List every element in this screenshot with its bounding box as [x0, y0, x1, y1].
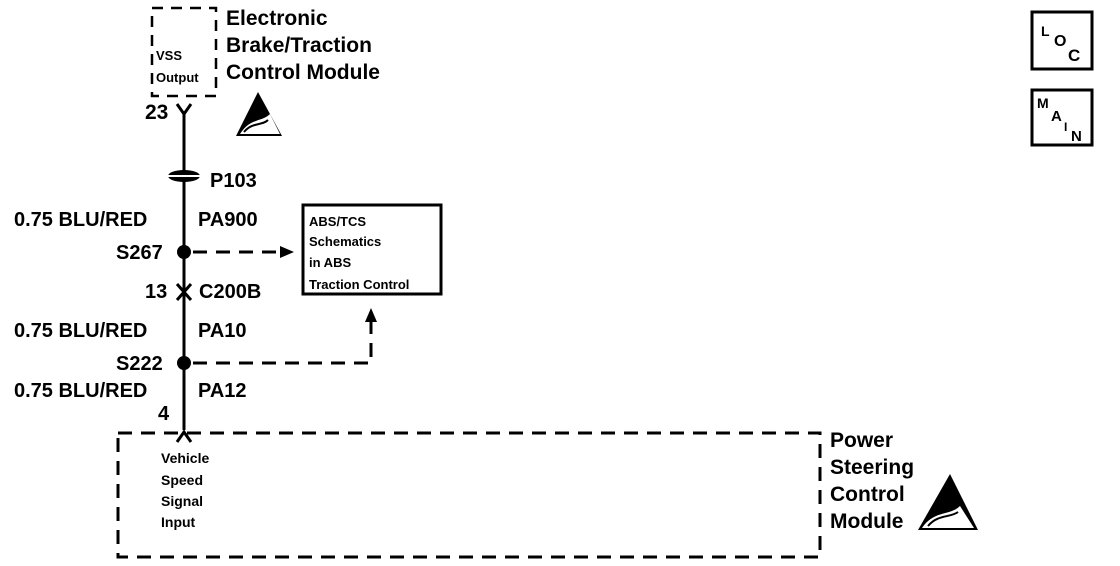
reference-line-3: in ABS: [309, 255, 351, 270]
arrowhead-icon: [280, 246, 294, 258]
splice-dot-s222: [177, 356, 191, 370]
reference-line-2: Schematics: [309, 234, 381, 249]
loc-letter-3: C: [1068, 46, 1080, 65]
wire-gauge-color-3: 0.75 BLU/RED: [14, 380, 147, 402]
connector-label: C200B: [199, 281, 261, 303]
top-module-inner-line-1: VSS: [156, 48, 182, 63]
p103-label: P103: [210, 170, 257, 192]
top-module-name-line-1: Electronic: [226, 7, 328, 30]
bottom-module-name-line-2: Steering: [830, 456, 914, 479]
bottom-module-inner-line-3: Signal: [161, 493, 203, 509]
bottom-module-pin: 4: [158, 403, 170, 425]
main-letter-3: I: [1064, 120, 1067, 134]
wire-gauge-color-2: 0.75 BLU/RED: [14, 320, 147, 342]
wire-circuit-1: PA900: [198, 209, 258, 231]
loc-letter-2: O: [1054, 33, 1066, 50]
loc-nav-button[interactable]: L O C: [1030, 10, 1094, 71]
bottom-module: Vehicle Speed Signal Input Power Steerin…: [116, 429, 978, 559]
wire-gauge-color-1: 0.75 BLU/RED: [14, 209, 147, 231]
bottom-module-name-line-4: Module: [830, 510, 904, 533]
connector-pin: 13: [145, 281, 167, 303]
loc-letter-1: L: [1041, 23, 1050, 39]
esd-warning-icon: [918, 474, 978, 530]
reference-line-1: ABS/TCS: [309, 214, 366, 229]
p103-connector: [166, 170, 204, 182]
splice-dot-s267: [177, 245, 191, 259]
main-nav-button[interactable]: M A I N: [1030, 88, 1094, 147]
top-module-inner-line-2: Output: [156, 70, 199, 85]
bottom-module-name-line-3: Control: [830, 483, 905, 506]
bottom-module-inner-line-1: Vehicle: [161, 450, 209, 466]
pin-4-terminal: [175, 429, 193, 443]
reference-line-4: Traction Control: [309, 277, 409, 292]
reference-box: ABS/TCS Schematics in ABS Traction Contr…: [301, 203, 443, 296]
wire-circuit-3: PA12: [198, 380, 247, 402]
top-module-name-line-3: Control Module: [226, 61, 380, 84]
top-module-pin: 23: [145, 101, 168, 124]
main-letter-2: A: [1051, 108, 1062, 125]
loc-icon[interactable]: [1030, 10, 1094, 71]
splice-label-1: S267: [116, 242, 163, 264]
top-module-name-line-2: Brake/Traction: [226, 34, 372, 57]
main-icon[interactable]: [1030, 88, 1094, 147]
bottom-module-inner-line-4: Input: [161, 514, 196, 530]
bottom-module-outline: [116, 431, 822, 559]
main-letter-1: M: [1037, 95, 1049, 111]
arrowhead-up-icon: [365, 308, 377, 322]
wire-circuit-2: PA10: [198, 320, 247, 342]
bottom-module-name-line-1: Power: [830, 429, 893, 452]
top-module: VSS Output Electronic Brake/Traction Con…: [150, 6, 380, 136]
connector-terminal-lower: [175, 289, 193, 301]
splice-label-2: S222: [116, 353, 163, 375]
bottom-module-inner-line-2: Speed: [161, 472, 203, 488]
s222-reference-link: [193, 322, 373, 365]
esd-warning-icon: [236, 92, 282, 136]
main-letter-4: N: [1071, 128, 1082, 145]
